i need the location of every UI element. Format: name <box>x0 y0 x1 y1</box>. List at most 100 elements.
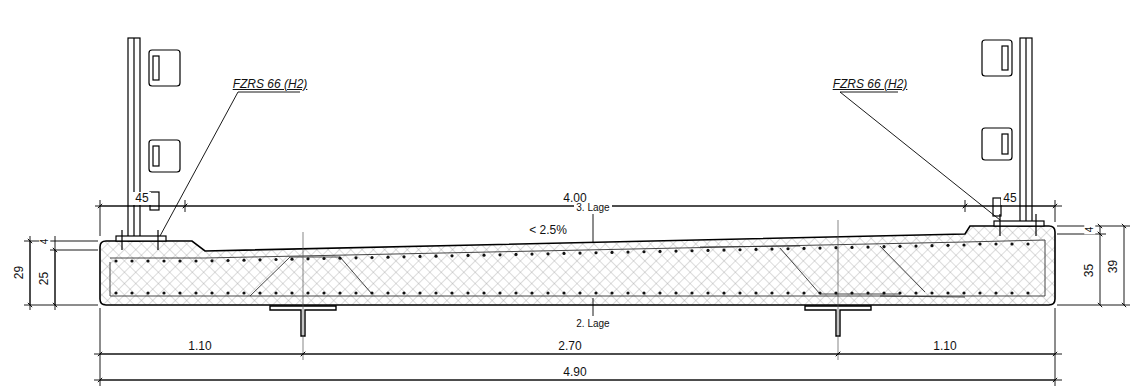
rebar-dot <box>498 253 501 256</box>
reinforcement <box>110 240 1045 297</box>
layer-label: 2. Lage <box>574 318 611 329</box>
rebar-dot <box>370 256 373 259</box>
rebar-dot <box>898 245 901 248</box>
rebar-dot <box>386 291 389 294</box>
rebar-dot <box>306 257 309 260</box>
rebar-dot <box>850 246 853 249</box>
rebar-dot <box>930 291 933 294</box>
rebar-dot <box>658 250 661 253</box>
rebar-dot <box>962 291 965 294</box>
rebar-dot <box>1010 242 1013 245</box>
rebar-dot <box>274 258 277 261</box>
rebar-dot <box>786 291 789 294</box>
rebar-dot <box>770 291 773 294</box>
rebar-dot <box>978 242 981 245</box>
rebar-dot <box>290 291 293 294</box>
rebar-dot <box>674 291 677 294</box>
rebar-dot <box>482 254 485 257</box>
rebar-dot <box>466 291 469 294</box>
rebar-dot <box>226 291 229 294</box>
rebar-dot <box>1026 291 1029 294</box>
rebar-dot <box>738 248 741 251</box>
rebar-dot <box>114 259 117 262</box>
rebar-dot <box>930 244 933 247</box>
rebar-dot <box>834 291 837 294</box>
rebar-dot <box>946 244 949 247</box>
rebar-dot <box>946 291 949 294</box>
dimension-text: 4 <box>1085 224 1096 234</box>
rebar-dot <box>546 291 549 294</box>
rebar-dot <box>194 291 197 294</box>
rebar-dot <box>178 259 181 262</box>
rebar-dot <box>610 291 613 294</box>
rebar-dot <box>1010 291 1013 294</box>
rebar-dot <box>338 257 341 260</box>
rebar-dot <box>914 244 917 247</box>
rebar-dot <box>866 291 869 294</box>
dimension-text: 35 <box>1083 261 1096 278</box>
dimension-text: 4 <box>40 236 51 246</box>
rebar-dot <box>690 291 693 294</box>
rebar-dot <box>786 247 789 250</box>
rebar-dot <box>978 291 981 294</box>
leader-lines <box>160 92 1000 316</box>
rebar-dot <box>226 259 229 262</box>
rebar-dot <box>834 246 837 249</box>
rebar-dot <box>338 291 341 294</box>
rebar-dot <box>962 243 965 246</box>
rebar-dot <box>354 256 357 259</box>
rebar-dot <box>562 252 565 255</box>
rebar-dot <box>658 291 661 294</box>
rebar-dot <box>418 291 421 294</box>
rebar-dot <box>850 291 853 294</box>
rebar-dot <box>146 291 149 294</box>
dimension-text: 45 <box>133 192 150 205</box>
deck-slab <box>100 226 1055 305</box>
rebar-dot <box>258 291 261 294</box>
rebar-dot <box>882 291 885 294</box>
rebar-dot <box>194 259 197 262</box>
rebar-dot <box>210 259 213 262</box>
rebar-dot <box>562 291 565 294</box>
rebar-dot <box>882 245 885 248</box>
rebar-dot <box>322 257 325 260</box>
rebar-dot <box>818 246 821 249</box>
rebar-dot <box>626 291 629 294</box>
dimension-text: 39 <box>1107 257 1120 274</box>
rebar-dot <box>498 291 501 294</box>
railing-left <box>116 38 180 250</box>
rebar-dot <box>770 247 773 250</box>
rebar-dot <box>290 258 293 261</box>
rebar-dot <box>130 291 133 294</box>
rebar-dot <box>594 291 597 294</box>
dimension-text: 1.10 <box>186 340 213 353</box>
rebar-dot <box>642 250 645 253</box>
layer-label: 3. Lage <box>574 202 611 213</box>
dimension-text: 2.70 <box>556 340 583 353</box>
rebar-dot <box>802 247 805 250</box>
rebar-dot <box>466 254 469 257</box>
rebar-dot <box>482 291 485 294</box>
rebar-dot <box>274 291 277 294</box>
rebar-dot <box>162 291 165 294</box>
rebar-dot <box>690 249 693 252</box>
rebar-dot <box>258 258 261 261</box>
rebar-dot <box>546 252 549 255</box>
rebar-dot <box>146 259 149 262</box>
rebar-dot <box>370 291 373 294</box>
rebar-dot <box>242 259 245 262</box>
rebar-dot <box>802 291 805 294</box>
dimension-lines <box>24 200 1130 386</box>
callout-label: FZRS 66 (H2) <box>831 78 910 91</box>
rebar-dot <box>1026 242 1029 245</box>
rebar-dot <box>450 291 453 294</box>
rebar-dot <box>514 291 517 294</box>
dimension-text: 25 <box>38 269 51 286</box>
rebar-dot <box>738 291 741 294</box>
rebar-dot <box>754 248 757 251</box>
steel-girders <box>270 306 871 336</box>
rebar-dot <box>914 291 917 294</box>
girder-axes <box>303 220 838 360</box>
rebar-dot <box>130 259 133 262</box>
dimension-text: 1.10 <box>931 340 958 353</box>
